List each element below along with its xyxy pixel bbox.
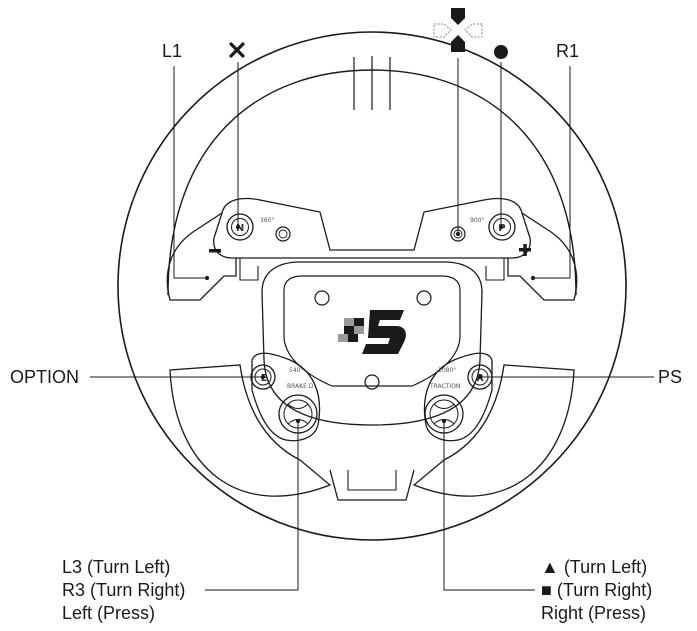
- leader-left-encoder: [205, 421, 299, 591]
- deg-1080-text: 1080°: [438, 367, 456, 374]
- center-hub: [261, 261, 483, 426]
- minus-icon: [209, 249, 221, 253]
- bottom-spoke-base: [347, 470, 397, 491]
- bottom-spoke: [329, 469, 415, 501]
- left-paddle-clip: [239, 258, 259, 281]
- hub-button-right[interactable]: [416, 290, 432, 306]
- label-option: OPTION: [10, 367, 80, 387]
- lower-left-opening: [169, 364, 332, 497]
- right-spoke-module: [423, 352, 493, 442]
- n-button[interactable]: N: [226, 213, 254, 241]
- deg-540-text: 540°: [289, 367, 303, 374]
- hub-button-bottom[interactable]: [364, 374, 380, 390]
- leader-right-encoder: [443, 421, 535, 591]
- leader-lines: [90, 58, 654, 591]
- label-right-encoder-2: ■ (Turn Right): [541, 580, 653, 600]
- right-paddle-clip: [485, 258, 505, 281]
- hub-button-left[interactable]: [314, 290, 330, 306]
- deg-900-text: 900°: [470, 217, 484, 224]
- brand-logo: [338, 310, 406, 354]
- lower-right-opening: [412, 364, 575, 497]
- deg-360-text: 360°: [260, 217, 274, 224]
- label-right-encoder-3: Right (Press): [541, 603, 647, 623]
- label-left-encoder-1: L3 (Turn Left): [62, 557, 171, 577]
- leader-r1: [534, 66, 571, 279]
- wheel-rim-outer: [117, 31, 627, 541]
- cross-icon: [229, 42, 245, 58]
- circle-icon: [494, 45, 508, 59]
- left-paddle: [166, 212, 237, 301]
- right-paddle: [507, 212, 578, 301]
- left-small-knob[interactable]: [275, 226, 291, 242]
- plus-icon: [519, 244, 531, 256]
- label-l1: L1: [162, 41, 183, 61]
- label-left-encoder-3: Left (Press): [62, 603, 156, 623]
- label-r1: R1: [556, 41, 580, 61]
- leader-l1: [173, 66, 206, 279]
- dpad-icon: [433, 8, 483, 52]
- n-button-label: N: [236, 223, 244, 234]
- left-spoke-module: [251, 352, 321, 442]
- shifter-plate: [213, 197, 531, 259]
- traction-text: TRACTION: [429, 383, 460, 390]
- label-right-encoder-1: ▲ (Turn Left): [541, 557, 648, 577]
- label-ps: PS: [658, 367, 683, 387]
- brake-text: BRAKE D.: [287, 383, 315, 390]
- label-left-encoder-2: R3 (Turn Right): [62, 580, 186, 600]
- top-center-stripe: [353, 56, 391, 110]
